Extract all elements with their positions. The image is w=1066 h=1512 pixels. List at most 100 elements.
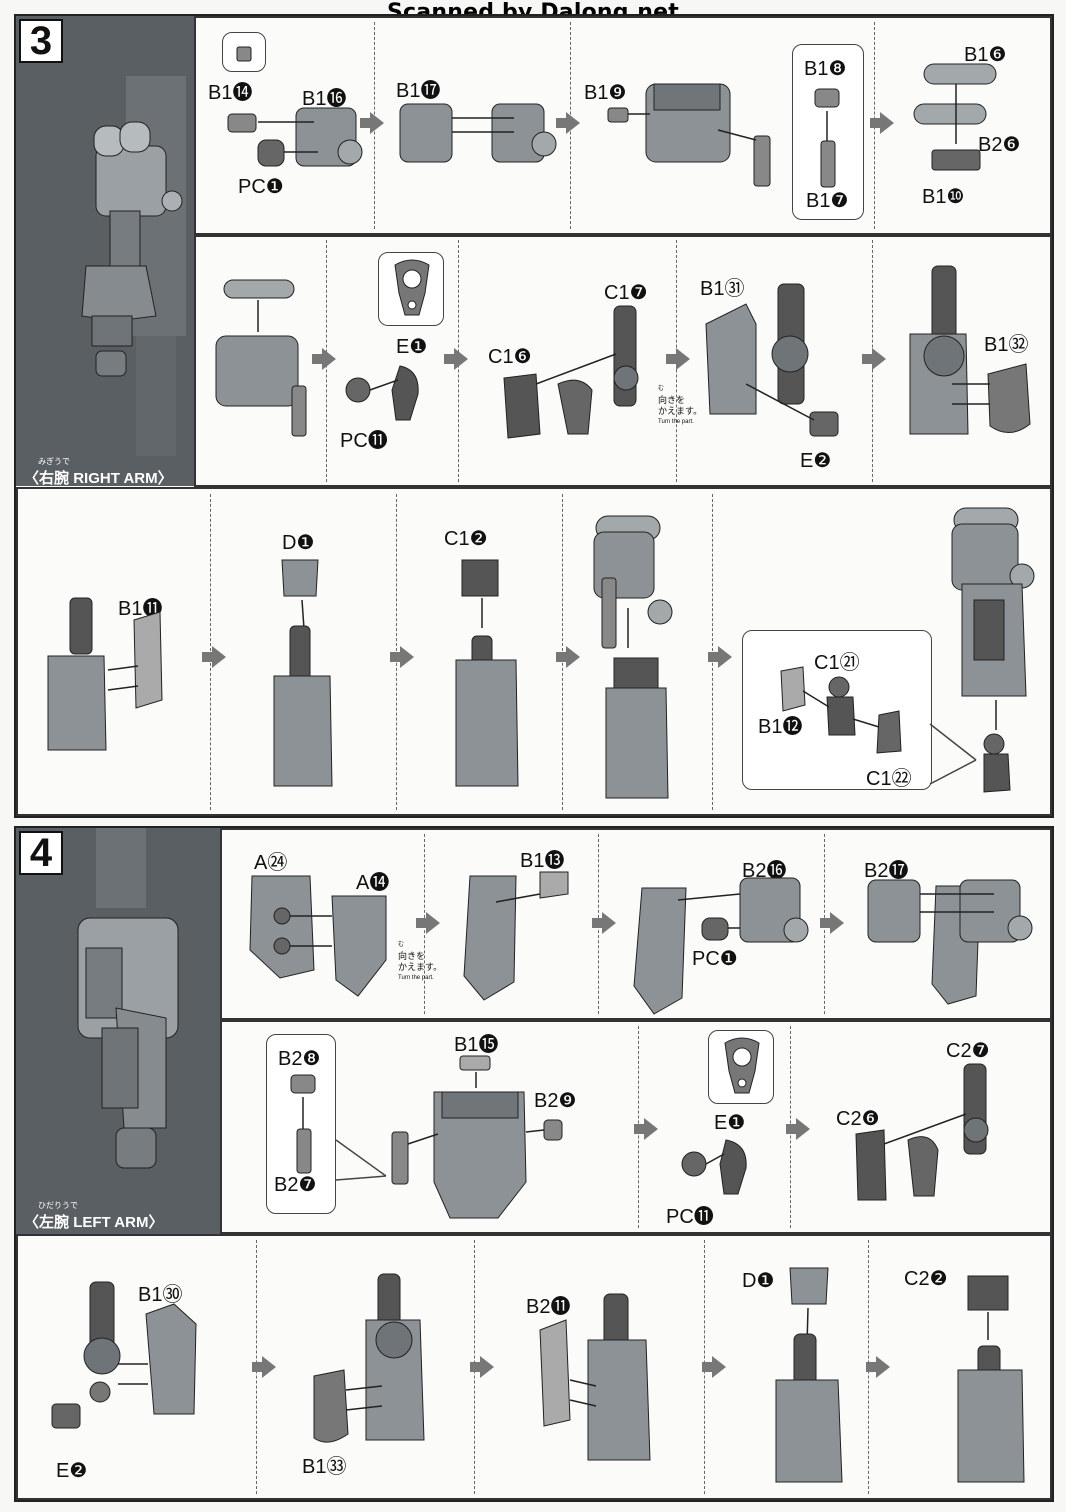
row1-step4-parts: [867, 879, 1033, 1005]
hand-subassembly-callout: [742, 630, 932, 790]
row1-step3-parts: [633, 877, 809, 1015]
label-c2-6: C2❻: [836, 1108, 880, 1130]
step-arrow: [444, 348, 468, 370]
label-b1-32: B1㉜: [984, 334, 1029, 356]
row1-step2-parts: [399, 103, 557, 163]
left-arm-assembled-illustration: [16, 828, 220, 1234]
row3-step3-parts: [455, 559, 519, 787]
label-b1-7: B1❼: [806, 190, 849, 212]
label-b1-31: B1㉛: [700, 278, 745, 300]
label-c1-2: C1❷: [444, 528, 488, 550]
row1-step2-parts: [463, 871, 569, 1001]
label-c2-2: C2❷: [904, 1268, 948, 1290]
step-arrow: [702, 1356, 726, 1378]
row3-step2-parts: [273, 559, 333, 787]
left-arm-label: ひだりうで 〈左腕 LEFT ARM〉: [24, 1201, 164, 1231]
label-b1-15: B1⓯: [454, 1034, 499, 1056]
label-b1-10: B1❿: [922, 186, 965, 208]
right-arm-jp: 右腕: [39, 470, 70, 486]
subassembly-callout: [792, 44, 864, 220]
part-detail-callout-4: [708, 1030, 774, 1104]
step-arrow: [252, 1356, 276, 1378]
label-b2-11: B2⓫: [526, 1296, 571, 1318]
label-b1-12: B1⓬: [758, 716, 803, 738]
label-b2-16: B2⓰: [742, 860, 787, 882]
right-arm-label: みぎうで 〈右腕 RIGHT ARM〉: [24, 457, 173, 486]
step-arrow: [666, 348, 690, 370]
turn-note-en: Turn the part.: [658, 419, 694, 425]
right-arm-assembled-illustration: [16, 16, 194, 486]
label-c2-7: C2❼: [946, 1040, 990, 1062]
turn-note4-jp2: かえます。: [398, 962, 443, 972]
row3-step5-parts: [957, 1275, 1025, 1483]
step-arrow: [556, 112, 580, 134]
label-c1-22: C1㉒: [866, 768, 912, 790]
step-4-number: 4: [19, 831, 63, 875]
label-b1-30: B1㉚: [138, 1284, 183, 1306]
step-3-number: 3: [19, 19, 63, 63]
label-pc-1-b: PC❶: [692, 948, 738, 970]
label-a-24: A㉔: [254, 852, 288, 874]
row3-step3-parts: [539, 1293, 651, 1461]
label-d-1-b: D❶: [742, 1270, 775, 1292]
label-a-14: A⓮: [356, 872, 390, 894]
right-arm-ruby: みぎうで: [38, 457, 70, 466]
step-4-reference-image: 4 ひだりうで 〈左腕 LEFT ARM〉: [16, 828, 220, 1234]
left-arm-en: LEFT ARM: [73, 1214, 149, 1231]
label-pc-1: PC❶: [238, 176, 284, 198]
row2-step4-parts: [705, 283, 839, 437]
label-b1-13: B1⓭: [520, 850, 565, 872]
label-b1-14: B1⓮: [208, 82, 253, 104]
row3-step2-parts: [313, 1273, 425, 1443]
step-arrow: [202, 646, 226, 668]
step-arrow: [360, 112, 384, 134]
label-b2-6: B2❻: [978, 134, 1021, 156]
step-arrow: [862, 348, 886, 370]
subassembly-callout-4: [266, 1034, 336, 1214]
part-callout: [222, 32, 266, 72]
right-arm-en: RIGHT ARM: [73, 470, 158, 486]
turn-part-note-4: む 向きを かえます。 Turn the part.: [398, 940, 442, 984]
label-b1-8: B1❽: [804, 58, 847, 80]
step-arrow: [634, 1118, 658, 1140]
row1-step3-parts: [607, 83, 771, 187]
part-detail-callout: [378, 252, 444, 326]
label-d-1: D❶: [282, 532, 315, 554]
row2-step1-parts: [215, 279, 307, 437]
label-b2-17: B2⓱: [864, 860, 909, 882]
label-c1-6: C1❻: [488, 346, 532, 368]
step-arrow: [312, 348, 336, 370]
turn-note4-ruby: む: [398, 942, 405, 948]
row3-step5-assembled: [951, 507, 1035, 793]
row3-step4-parts: [593, 515, 673, 799]
turn-note-ruby: む: [658, 386, 665, 392]
row1-step1-parts: [249, 875, 387, 997]
label-pc-11-b: PC⓫: [666, 1206, 714, 1228]
label-pc-11: PC⓫: [340, 430, 388, 452]
row3-step1-parts: [51, 1281, 197, 1429]
callout-pointer-4: [335, 1139, 387, 1181]
callout-pointer: [929, 723, 977, 785]
label-c1-21: C1㉑: [814, 652, 860, 674]
label-b1-6: B1❻: [964, 44, 1007, 66]
row3-step4-parts: [775, 1267, 843, 1483]
turn-note4-en: Turn the part.: [398, 975, 434, 981]
step-arrow: [866, 1356, 890, 1378]
label-e-2: E❷: [800, 450, 832, 472]
step-arrow: [786, 1118, 810, 1140]
label-b2-9: B2❾: [534, 1090, 577, 1112]
step-arrow: [470, 1356, 494, 1378]
label-e-1-b: E❶: [714, 1112, 746, 1134]
label-b1-9: B1❾: [584, 82, 627, 104]
row3-step1-parts: [47, 597, 163, 751]
step-arrow: [870, 112, 894, 134]
row2-step3-parts: [855, 1063, 989, 1201]
row2-step3-parts: [503, 305, 639, 439]
row1-step1-parts: [227, 107, 363, 167]
step-arrow: [592, 912, 616, 934]
step-arrow: [390, 646, 414, 668]
step-arrow: [820, 912, 844, 934]
label-b2-8: B2❽: [278, 1048, 321, 1070]
row2-step1-parts: [391, 1055, 563, 1219]
turn-note-jp1: 向きを: [658, 395, 686, 405]
